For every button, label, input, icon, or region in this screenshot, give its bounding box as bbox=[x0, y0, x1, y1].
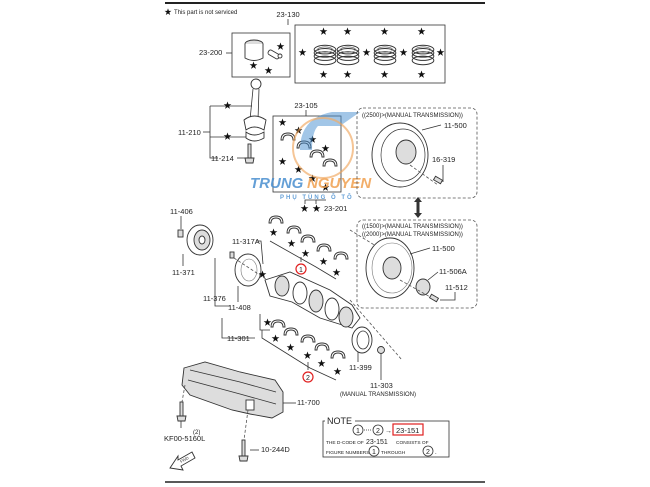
svg-text:.: . bbox=[435, 450, 437, 456]
callout-1 bbox=[295, 263, 307, 275]
piston-box bbox=[231, 32, 291, 78]
part-label-KF00-5160L: KF00-5160L bbox=[164, 434, 205, 443]
variant-box-2500 bbox=[356, 107, 478, 199]
variant-label-2000: ((2000)>(MANUAL TRANSMISSION)) bbox=[362, 232, 463, 238]
part-label-11-406: 11-406 bbox=[170, 207, 193, 216]
piston-rings-box bbox=[294, 24, 446, 84]
svg-text:2: 2 bbox=[306, 375, 310, 382]
watermark-brand-b: NGUYEN bbox=[307, 175, 372, 192]
part-label-11-214: 11-214 bbox=[211, 154, 234, 163]
flywheel-1500-2000-group[interactable]: ((1500)>(MANUAL TRANSMISSION)) ((2000)>(… bbox=[356, 219, 478, 309]
legend-text: This part is not serviced bbox=[174, 10, 237, 16]
piston-group[interactable]: 23-200 bbox=[199, 32, 291, 78]
svg-text:1: 1 bbox=[372, 449, 376, 456]
watermark-tagline: PHỤ TÙNG Ô TÔ bbox=[280, 193, 354, 201]
oil-pan-group[interactable]: 11-700 (2) KF00-5160L 10-244D bbox=[164, 361, 320, 462]
part-label-11-301: 11-301 bbox=[227, 334, 250, 343]
variant-label-1500: ((1500)>(MANUAL TRANSMISSION)) bbox=[362, 224, 463, 230]
connecting-rod-group[interactable]: 11-210 11-214 bbox=[178, 78, 267, 164]
svg-text:→: → bbox=[385, 428, 392, 435]
flywheel-2500-group[interactable]: ((2500)>(MANUAL TRANSMISSION)) 11-500 16… bbox=[356, 107, 478, 199]
fwd-label: FWD bbox=[179, 455, 189, 464]
callout-2 bbox=[302, 371, 314, 383]
part-label-11-303: 11-303 bbox=[370, 381, 393, 390]
rear-seal-group[interactable]: 11-399 11-303 (MANUAL TRANSMISSION) bbox=[340, 326, 416, 398]
bolt-quantity: (2) bbox=[193, 430, 200, 436]
star-icon bbox=[164, 8, 172, 15]
alternative-arrow bbox=[414, 197, 422, 218]
note-code: 23-151 bbox=[396, 426, 419, 435]
part-label-11-303-note: (MANUAL TRANSMISSION) bbox=[340, 392, 416, 398]
variant-box-1500-2000 bbox=[356, 219, 478, 309]
watermark-brand-a: TRUNG bbox=[250, 175, 304, 192]
part-label-11-512: 11-512 bbox=[445, 283, 468, 292]
main-bearings-lower[interactable]: 2 bbox=[261, 319, 346, 383]
note-from: 1 bbox=[356, 428, 360, 435]
svg-text:2: 2 bbox=[426, 449, 430, 456]
note-line2-mid: THROUGH bbox=[381, 450, 406, 456]
crank-pulley-group[interactable]: 11-406 11-371 bbox=[170, 207, 214, 277]
part-label-11-500-top: 11-500 bbox=[444, 121, 467, 130]
part-label-11-408: 11-408 bbox=[228, 303, 251, 312]
part-label-11-210: 11-210 bbox=[178, 128, 201, 137]
variant-label-2500: ((2500)>(MANUAL TRANSMISSION)) bbox=[362, 113, 463, 119]
part-label-11-500-bottom: 11-500 bbox=[432, 244, 455, 253]
part-label-10-244D: 10-244D bbox=[261, 445, 290, 454]
part-label-11-317A: 11-317A bbox=[232, 237, 260, 246]
note-line2-prefix: FIGURE NUMBERS bbox=[326, 450, 369, 456]
watermark: TRUNG NGUYEN PHỤ TÙNG Ô TÔ bbox=[250, 112, 372, 201]
part-label-11-371: 11-371 bbox=[172, 268, 195, 277]
note-code-highlight bbox=[392, 423, 424, 436]
note-line1-suffix: CONSISTS OF bbox=[396, 440, 429, 446]
front-direction-arrow: FWD bbox=[169, 451, 196, 471]
part-label-11-700: 11-700 bbox=[297, 398, 320, 407]
crankshaft-group[interactable]: 11-317A 11-376 11-408 11-301 bbox=[203, 237, 361, 343]
part-label-11-506A: 11-506A bbox=[439, 267, 467, 276]
part-label-11-376: 11-376 bbox=[203, 294, 226, 303]
part-label-23-200: 23-200 bbox=[199, 48, 222, 57]
thrust-bearing-group[interactable]: 23-201 bbox=[300, 199, 348, 213]
note-line1-prefix: THE D-CODE OF bbox=[326, 440, 364, 446]
part-label-23-105: 23-105 bbox=[294, 101, 317, 110]
rod-bearings-group[interactable]: 23-105 bbox=[272, 101, 342, 193]
rod-bearings-box bbox=[272, 115, 342, 193]
svg-text:1: 1 bbox=[299, 267, 303, 274]
part-label-11-399: 11-399 bbox=[349, 363, 372, 372]
part-label-16-319: 16-319 bbox=[432, 155, 455, 164]
note-box: NOTE 1 2 → 23-151 THE D-CODE OF 23-151 C… bbox=[322, 416, 450, 458]
note-line1-code: 23-151 bbox=[366, 439, 388, 446]
part-label-23-130: 23-130 bbox=[276, 10, 299, 19]
part-label-23-201: 23-201 bbox=[324, 204, 347, 213]
note-title: NOTE bbox=[327, 416, 352, 426]
legend: This part is not serviced bbox=[164, 8, 237, 16]
note-to: 2 bbox=[376, 428, 380, 435]
main-bearings-upper[interactable]: 1 bbox=[268, 215, 349, 280]
piston-rings-group[interactable]: 23-130 bbox=[276, 10, 446, 84]
